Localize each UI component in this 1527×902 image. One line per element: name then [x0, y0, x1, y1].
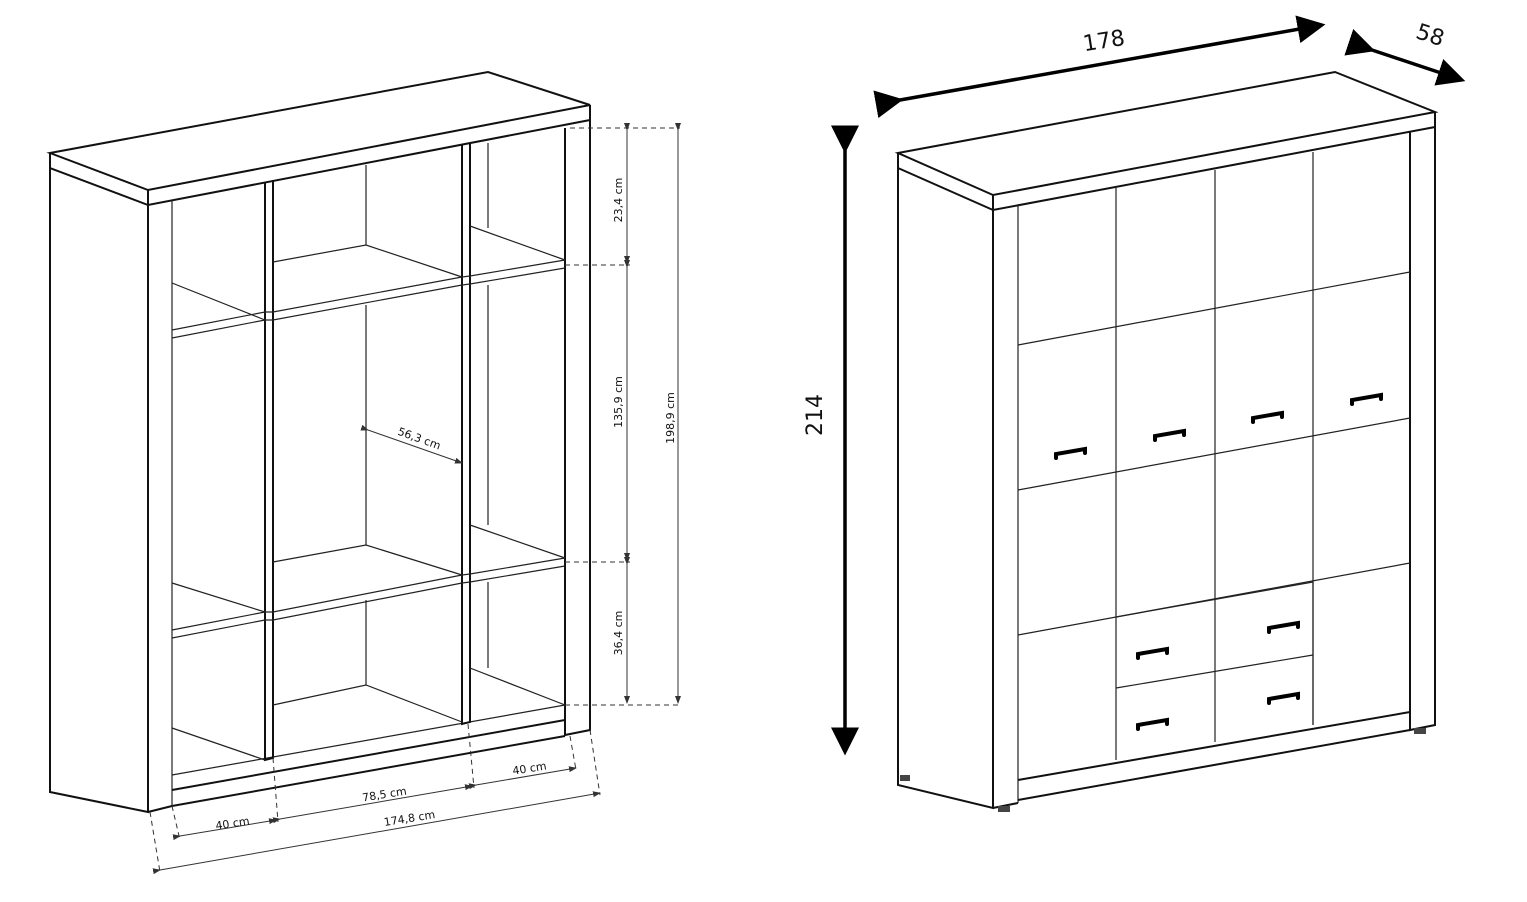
right-width-label: 40 cm: [512, 759, 548, 777]
hanging-compartment-height-label: 135,9 cm: [612, 376, 625, 428]
left-width-label: 40 cm: [215, 814, 251, 832]
exterior-wardrobe-drawing: 178 58 214: [803, 15, 1466, 812]
door-handles: [1054, 392, 1383, 731]
interior-height-label: 198,9 cm: [664, 392, 677, 444]
depth-label: 58: [1413, 20, 1447, 52]
bottom-compartment-height-label: 36,4 cm: [612, 611, 625, 656]
width-label: 178: [1081, 26, 1126, 57]
top-compartment-height-label: 23,4 cm: [612, 178, 625, 223]
height-label: 214: [803, 394, 828, 436]
interior-wardrobe-drawing: 23,4 cm 135,9 cm 36,4 cm 198,9 cm 56,3 c…: [46, 70, 681, 875]
